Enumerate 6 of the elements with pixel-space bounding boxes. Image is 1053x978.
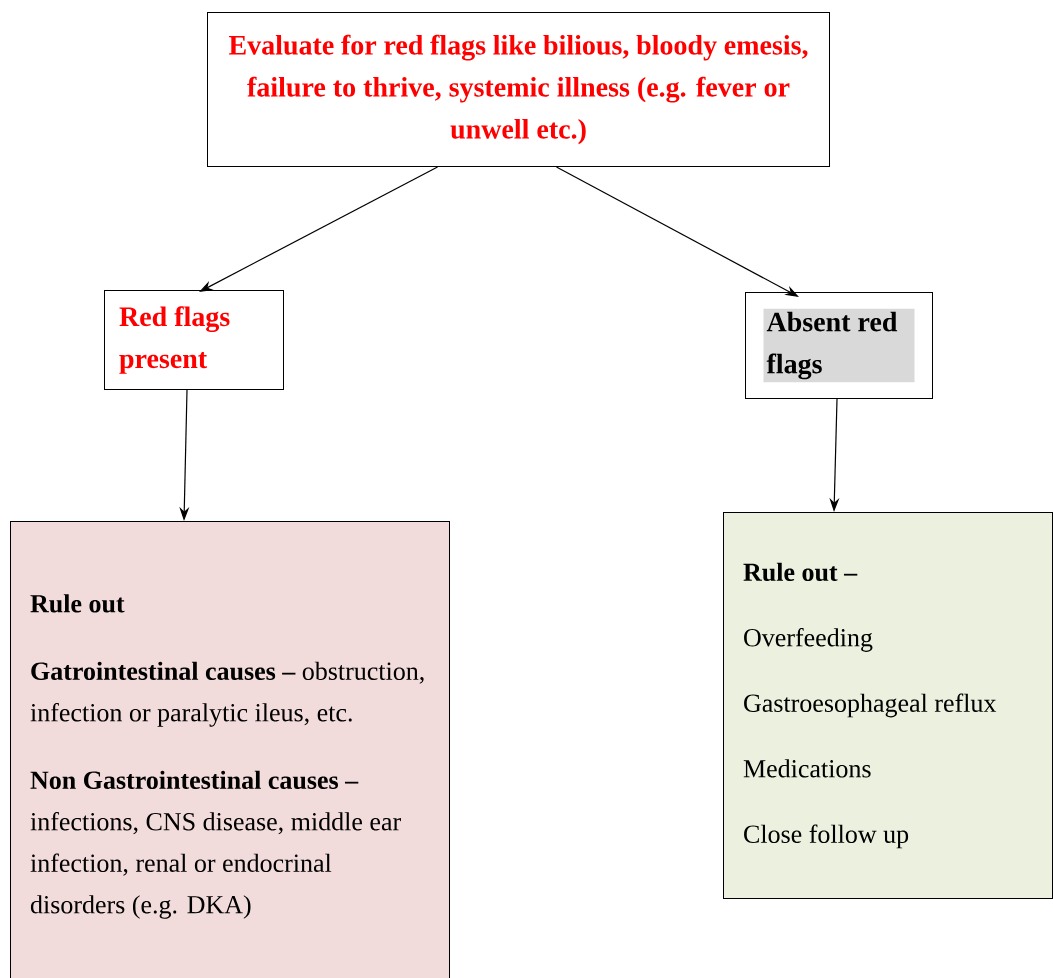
- arrow: [555, 166, 799, 297]
- outcome-box: Absent red flags: [745, 292, 933, 399]
- question-box: Evaluate for red flags like bilious, bloody emesis, failure to thrive, systemic illness (e.g. fever or unwell etc.): [207, 12, 830, 167]
- rule-out-box: Rule out – Overfeeding Gastroesophageal reflux Medications Close follow up: [723, 512, 1053, 899]
- rule-out-box: Rule out Gatrointestinal causes – obstruction, infection or paralytic ileus, etc. Non Gastrointestinal causes – infections, CNS disease, middle ear infection, renal or endocrinal disorders (e.g. DKA): [10, 521, 450, 978]
- outcome-box: Red flags present: [104, 290, 284, 390]
